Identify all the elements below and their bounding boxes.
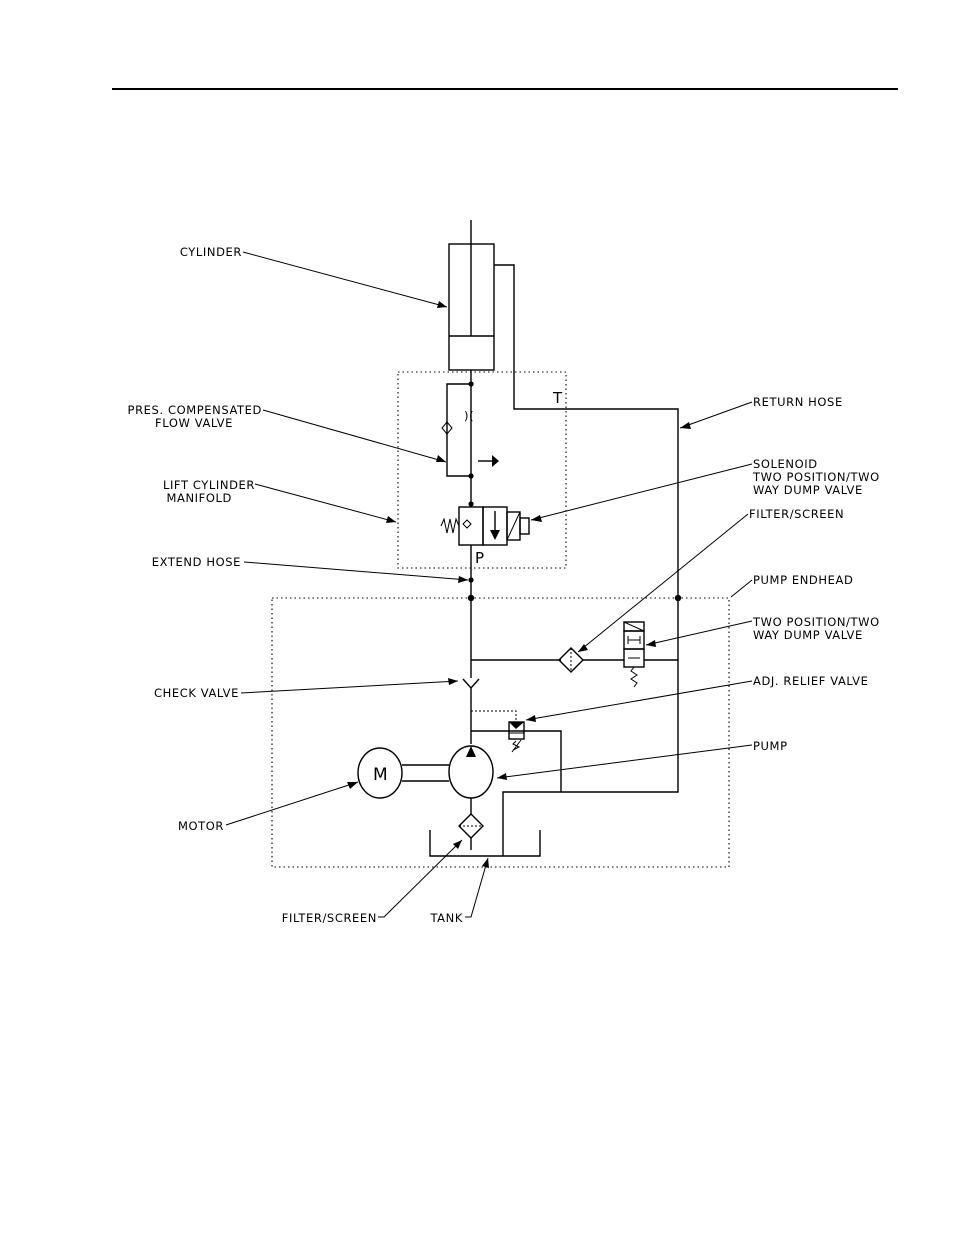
tee-junction [468,595,474,601]
svg-text:P: P [475,549,484,567]
label-pump: PUMP [753,739,788,753]
pump-endhead-boundary [272,598,729,867]
leader-arrowheads [347,301,691,868]
label-flow-valve-2: FLOW VALVE [155,416,233,430]
return-junction [675,595,681,601]
tank-symbol [430,830,540,856]
label-check-valve: CHECK VALVE [154,686,239,700]
label-motor: MOTOR [178,819,224,833]
svg-text:)(: )( [464,409,474,423]
label-return-hose: RETURN HOSE [753,395,843,409]
label-filter-bottom: FILTER/SCREEN [282,911,377,925]
svg-text:M: M [373,765,388,785]
label-filter-top: FILTER/SCREEN [749,507,844,521]
label-dump-valve-2: WAY DUMP VALVE [753,628,863,642]
motor-symbol: M [358,748,449,798]
solenoid-dump-valve-symbol [441,507,529,545]
leader-lines [226,252,752,917]
cylinder-symbol [449,220,494,370]
label-cylinder: CYLINDER [180,245,242,259]
label-solenoid-2: TWO POSITION/TWO [752,470,880,484]
two-position-dump-valve-symbol [624,622,678,687]
label-solenoid-1: SOLENOID [753,457,818,471]
pump-symbol [449,746,493,814]
label-solenoid-3: WAY DUMP VALVE [753,483,863,497]
manifold-boundary [398,372,566,568]
label-pump-endhead: PUMP ENDHEAD [753,573,853,587]
label-dump-valve-1: TWO POSITION/TWO [752,615,880,629]
return-hose-line [494,265,678,856]
label-tank: TANK [429,911,463,925]
label-extend-hose: EXTEND HOSE [152,555,241,569]
label-flow-valve-1: PRES. COMPENSATED [128,403,262,417]
svg-text:T: T [552,389,563,407]
label-manifold-1: LIFT CYLINDER [163,478,255,492]
label-relief-valve: ADJ. RELIEF VALVE [753,674,869,688]
label-manifold-2: MANIFOLD [166,491,232,505]
